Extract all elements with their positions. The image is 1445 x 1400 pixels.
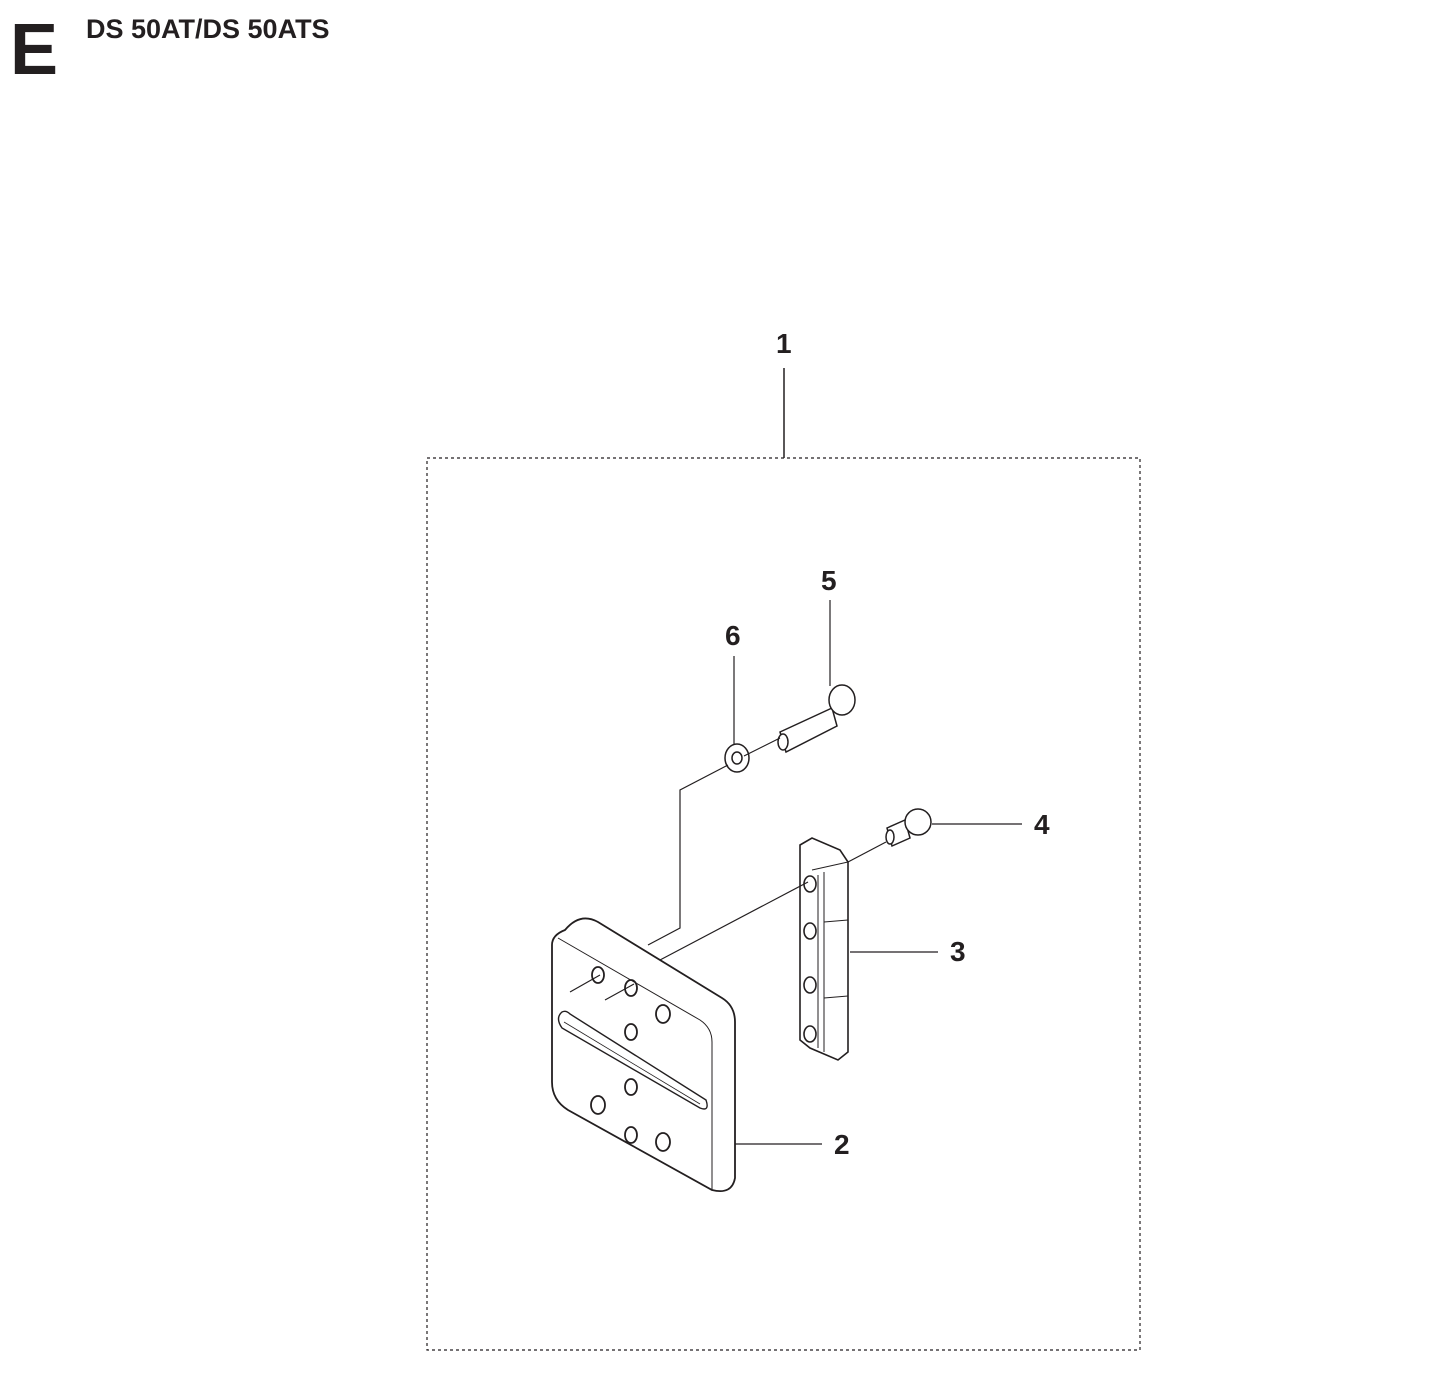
- long-screw-part: [777, 684, 856, 754]
- short-screw-part: [885, 808, 932, 848]
- callout-2: 2: [834, 1129, 850, 1160]
- model-title: DS 50AT/DS 50ATS: [86, 14, 330, 44]
- callout-3: 3: [950, 936, 966, 967]
- kit-box: [426, 457, 1141, 1351]
- callout-6: 6: [725, 620, 741, 651]
- callout-4: 4: [1034, 809, 1050, 840]
- callout-1: 1: [776, 328, 792, 359]
- guide-rail-part: [799, 837, 849, 1061]
- washer-part: [724, 743, 750, 773]
- assembly-axis-lines: [647, 737, 887, 961]
- callout-5: 5: [821, 565, 837, 596]
- base-plate-part: [551, 917, 736, 1193]
- section-letter: E: [10, 10, 59, 90]
